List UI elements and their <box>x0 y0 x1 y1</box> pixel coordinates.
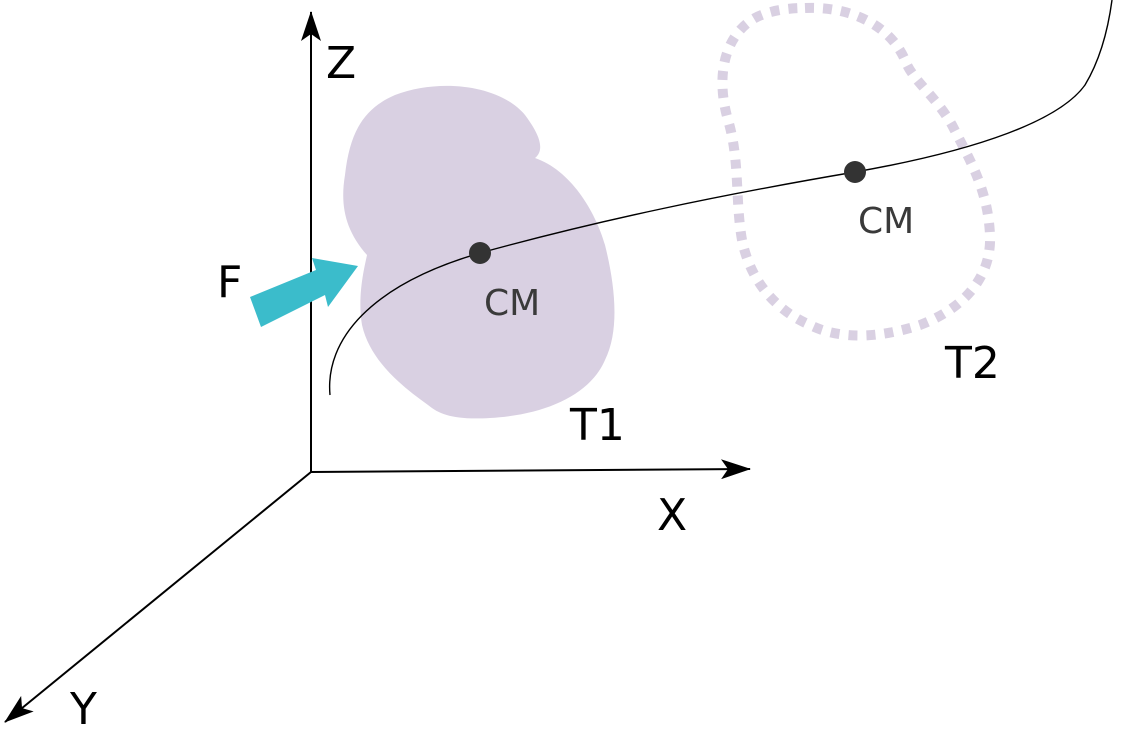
body-t2-outline <box>717 2 996 341</box>
body-t2-label: T2 <box>944 338 1000 389</box>
cm-point-t1 <box>469 242 491 264</box>
force-arrow <box>250 258 358 327</box>
cm-label-t1: CM <box>484 283 540 324</box>
x-axis-label: X <box>657 490 687 541</box>
y-axis-label: Y <box>69 684 97 729</box>
x-axis <box>310 459 751 480</box>
y-axis <box>4 471 312 723</box>
cm-point-t2 <box>844 161 866 183</box>
cm-label-t2: CM <box>858 201 914 242</box>
force-label: F <box>217 257 242 308</box>
trajectory-curve <box>328 0 1113 396</box>
body-t1-label: T1 <box>569 400 625 451</box>
z-axis-label: Z <box>326 38 356 89</box>
